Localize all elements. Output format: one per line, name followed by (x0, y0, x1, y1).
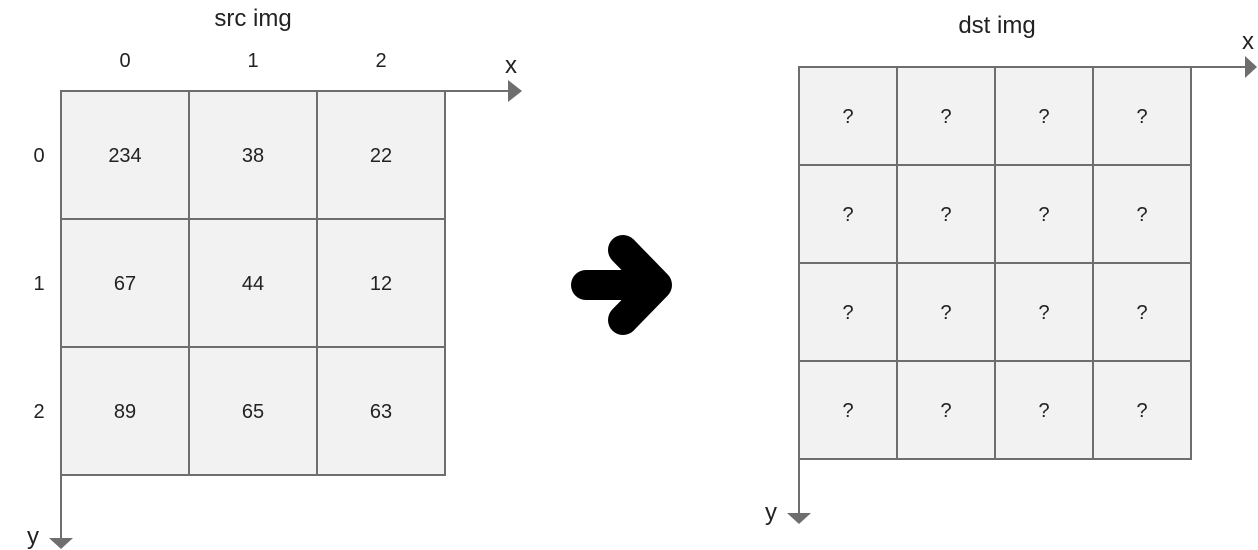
src-cell-box (188, 90, 318, 220)
src-cell-r2-c0: 89 (60, 346, 190, 476)
src-cell-box (60, 90, 190, 220)
dst-cell-r0-c3: ? (1092, 66, 1192, 166)
src-row-index: 2 (33, 401, 44, 423)
dst-cell-r3-c1: ? (896, 360, 996, 460)
dst-cell-r0-c2: ? (994, 66, 1094, 166)
dst-panel: dst img ???????????????? x y (765, 12, 1257, 526)
src-col-index: 1 (247, 50, 258, 72)
dst-cell-value: ? (842, 302, 853, 324)
src-cell-box (60, 218, 190, 348)
dst-cell-value: ? (1136, 106, 1147, 128)
src-x-axis-label: x (505, 52, 517, 79)
dst-cell-value: ? (1136, 204, 1147, 226)
dst-cell-box (798, 164, 898, 264)
src-cell-value: 89 (114, 401, 136, 423)
src-cell-r1-c0: 67 (60, 218, 190, 348)
dst-cell-value: ? (940, 302, 951, 324)
dst-title: dst img (958, 12, 1035, 39)
dst-cell-value: ? (1136, 400, 1147, 422)
dst-cell-r0-c0: ? (798, 66, 898, 166)
dst-cell-r2-c2: ? (994, 262, 1094, 362)
src-row-index: 0 (33, 145, 44, 167)
src-cell-box (316, 218, 446, 348)
src-x-axis-arrowhead (508, 80, 522, 102)
src-cell-r2-c1: 65 (188, 346, 318, 476)
src-y-axis-arrowhead (49, 538, 73, 549)
src-col-index: 2 (375, 50, 386, 72)
dst-y-axis-arrowhead (787, 513, 811, 524)
dst-cell-box (1092, 360, 1192, 460)
dst-cell-r2-c3: ? (1092, 262, 1192, 362)
dst-cell-box (1092, 164, 1192, 264)
src-cell-r2-c2: 63 (316, 346, 446, 476)
dst-cell-box (994, 66, 1094, 166)
dst-cell-r1-c0: ? (798, 164, 898, 264)
dst-cell-box (896, 164, 996, 264)
src-cell-r0-c0: 234 (60, 90, 190, 220)
dst-cell-box (994, 360, 1094, 460)
src-cell-box (60, 346, 190, 476)
src-row-index: 1 (33, 273, 44, 295)
dst-cell-box (994, 164, 1094, 264)
dst-cell-r1-c3: ? (1092, 164, 1192, 264)
dst-cell-box (798, 360, 898, 460)
dst-cell-box (994, 262, 1094, 362)
dst-cell-r2-c1: ? (896, 262, 996, 362)
dst-cell-r1-c2: ? (994, 164, 1094, 264)
src-x-axis: x (61, 52, 522, 102)
dst-cell-r2-c0: ? (798, 262, 898, 362)
dst-cell-value: ? (1038, 400, 1049, 422)
arrow-right-icon (571, 235, 672, 335)
dst-cell-value: ? (1038, 204, 1049, 226)
src-y-axis-label: y (27, 523, 39, 550)
dst-cell-box (1092, 262, 1192, 362)
src-cell-value: 67 (114, 273, 136, 295)
src-grid: 234 38 22 67 44 12 89 65 63 (60, 90, 446, 476)
src-cell-r1-c1: 44 (188, 218, 318, 348)
dst-cell-r3-c3: ? (1092, 360, 1192, 460)
dst-cell-r3-c0: ? (798, 360, 898, 460)
dst-x-axis: x (799, 28, 1257, 78)
dst-grid: ???????????????? (798, 66, 1192, 460)
src-cell-r1-c2: 12 (316, 218, 446, 348)
src-col-indices: 0 1 2 (119, 50, 386, 72)
src-cell-value: 234 (108, 145, 141, 167)
src-cell-value: 12 (370, 273, 392, 295)
dst-cell-value: ? (842, 204, 853, 226)
dst-cell-value: ? (1038, 302, 1049, 324)
dst-cell-r0-c1: ? (896, 66, 996, 166)
dst-cell-box (896, 66, 996, 166)
dst-cell-value: ? (940, 400, 951, 422)
dst-cell-box (896, 360, 996, 460)
dst-cell-value: ? (1136, 302, 1147, 324)
dst-cell-value: ? (940, 204, 951, 226)
dst-cell-value: ? (842, 106, 853, 128)
src-cell-value: 22 (370, 145, 392, 167)
dst-cell-value: ? (940, 106, 951, 128)
src-cell-value: 38 (242, 145, 264, 167)
src-cell-box (188, 346, 318, 476)
src-cell-value: 65 (242, 401, 264, 423)
dst-x-axis-arrowhead (1245, 56, 1257, 78)
src-cell-r0-c1: 38 (188, 90, 318, 220)
dst-cell-r1-c1: ? (896, 164, 996, 264)
transform-arrow (571, 235, 672, 335)
src-cell-value: 63 (370, 401, 392, 423)
dst-x-axis-label: x (1242, 28, 1254, 55)
dst-cell-r3-c2: ? (994, 360, 1094, 460)
src-cell-box (316, 346, 446, 476)
dst-cell-value: ? (1038, 106, 1049, 128)
dst-cell-value: ? (842, 400, 853, 422)
dst-y-axis-label: y (765, 499, 777, 526)
dst-y-axis: y (765, 67, 811, 526)
src-y-axis: y (27, 91, 73, 550)
src-cell-value: 44 (242, 273, 264, 295)
src-col-index: 0 (119, 50, 130, 72)
src-row-indices: 0 1 2 (33, 145, 44, 423)
src-cell-r0-c2: 22 (316, 90, 446, 220)
src-title: src img (214, 5, 291, 32)
